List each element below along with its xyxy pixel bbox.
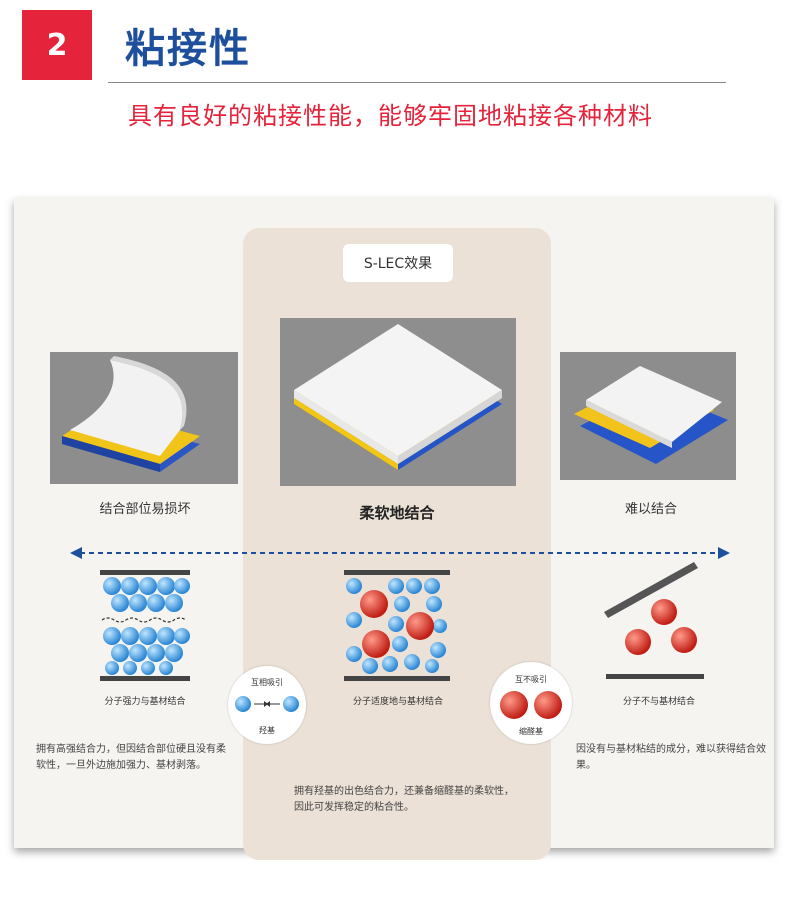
section-title: 粘接性 <box>125 26 251 72</box>
right-molecule-diagram <box>604 562 704 679</box>
right-molecule-caption: 分子不与基材结合 <box>622 697 695 707</box>
right-description: 因没有与基材粘结的成分，难以获得结合效果。 <box>576 744 766 771</box>
center-caption: 柔软地结合 <box>359 504 435 522</box>
center-photo-bonded-layers <box>280 318 516 486</box>
hydroxyl-bubble-top-label: 互相吸引 <box>251 678 283 687</box>
center-description: 拥有羟基的出色结合力，还兼备缩醛基的柔软性，因此可发挥稳定的粘合性。 <box>294 786 514 813</box>
right-caption: 难以结合 <box>624 502 677 517</box>
hydroxyl-attraction-icon <box>235 696 299 712</box>
right-photo-separated-layers <box>560 352 736 480</box>
double-arrow-dashed <box>70 547 730 559</box>
left-photo-peeling-layers <box>50 352 238 484</box>
hydroxyl-bubble-bottom-label: 羟基 <box>259 726 275 735</box>
acetal-balls-icon <box>500 691 562 719</box>
center-molecule-diagram <box>344 570 450 681</box>
left-molecule-diagram <box>100 570 190 681</box>
left-description: 拥有高强结合力，但因结合部位硬且没有柔软性，一旦外边施加强力、基材剥落。 <box>36 744 226 771</box>
title-divider <box>108 82 726 83</box>
slec-effect-label: S-LEC效果 <box>343 244 453 282</box>
left-caption: 结合部位易损坏 <box>99 502 191 517</box>
left-molecule-caption: 分子强力与基材结合 <box>104 697 186 707</box>
center-molecule-caption: 分子适度地与基材结合 <box>352 697 443 707</box>
acetal-bubble-bottom-label: 缩醛基 <box>519 727 543 736</box>
section-number-badge: 2 <box>22 10 92 80</box>
section-subtitle: 具有良好的粘接性能，能够牢固地粘接各种材料 <box>128 102 653 130</box>
acetal-bubble-top-label: 互不吸引 <box>515 675 547 684</box>
